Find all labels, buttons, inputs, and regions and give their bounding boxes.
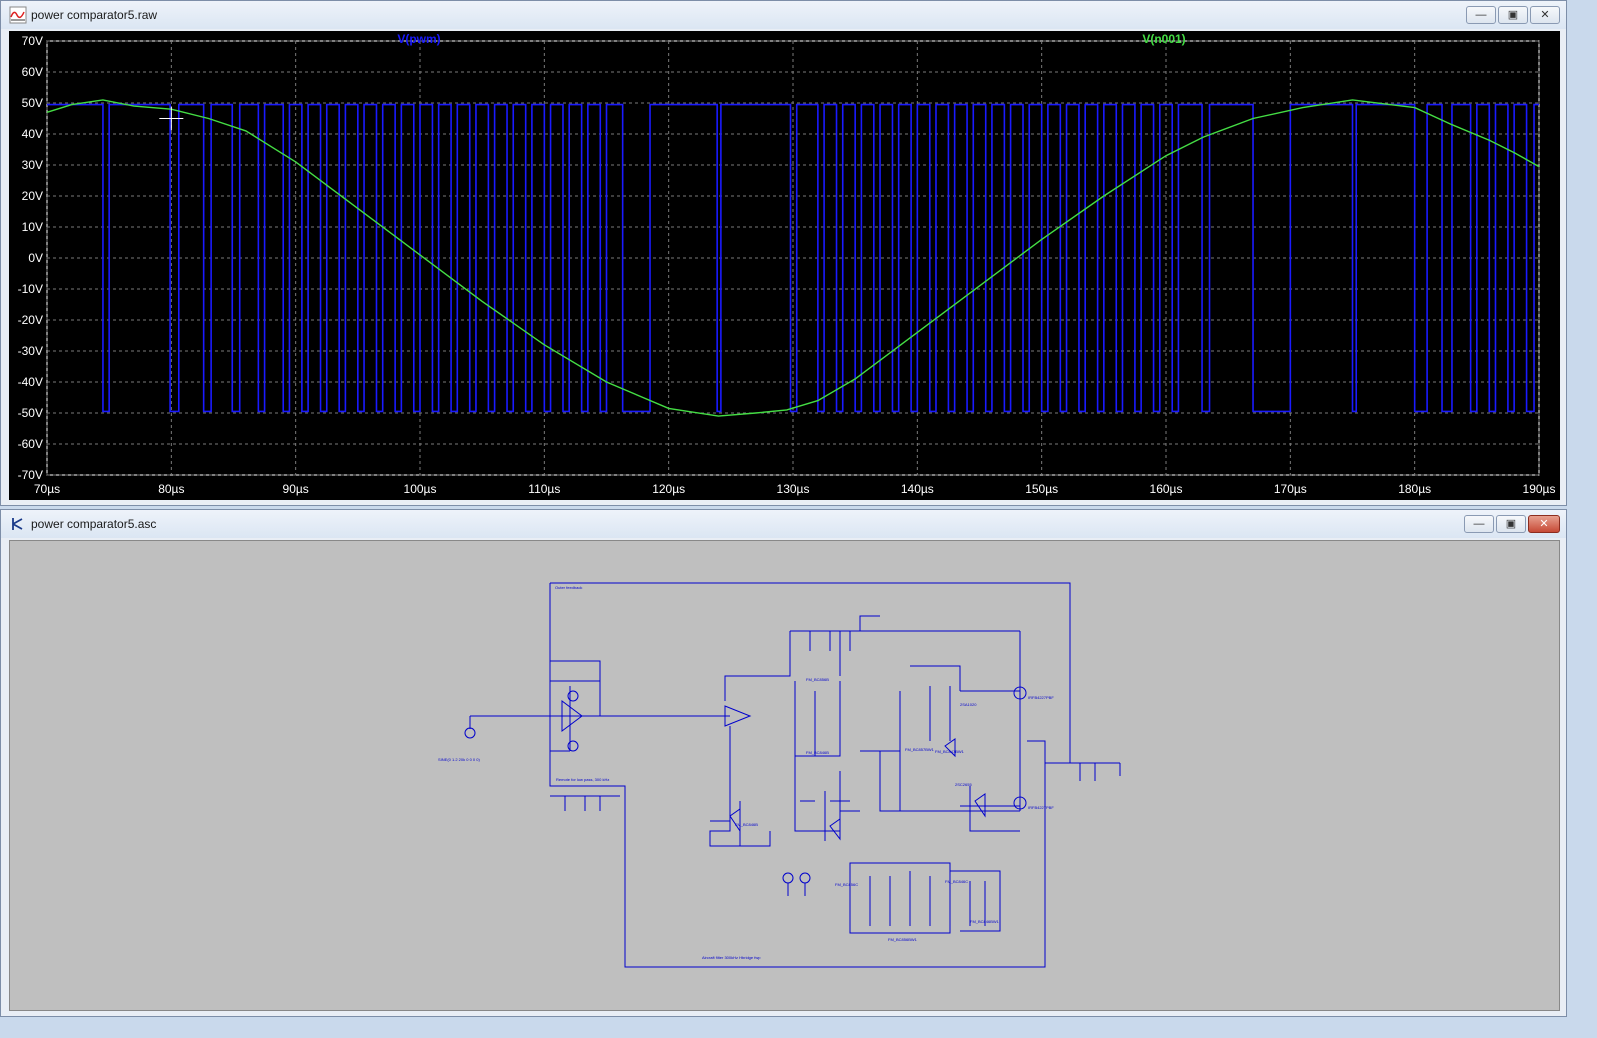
waveform-plot[interactable]: 70V 60V 50V 40V 30V 20V 10V 0V -10V -20V -30V -40V -…: [9, 31, 1560, 500]
label-qdiff: FM_BC846B: [806, 750, 829, 755]
x-tick-label: 100µs: [404, 482, 437, 496]
y-tick-label: -50V: [18, 406, 43, 420]
legend-vpwm: V(pwm): [397, 32, 440, 46]
schematic-window-title: power comparator5.asc: [31, 517, 157, 531]
x-tick-label: 90µs: [283, 482, 309, 496]
maximize-button[interactable]: ▣: [1498, 6, 1528, 24]
x-tick-label: 110µs: [528, 482, 560, 496]
schematic-titlebar[interactable]: power comparator5.asc — ▣ ✕: [1, 510, 1566, 538]
label-qbottom4: FM_BC846BW1: [970, 919, 1000, 924]
y-tick-label: 30V: [22, 158, 43, 172]
legend-vn001: V(n001): [1142, 32, 1185, 46]
waveform-window[interactable]: power comparator5.raw — ▣ ✕ 70V 60V 50V 40V…: [0, 0, 1567, 506]
schematic-labels: Outer feedback SINE(0 1.2 20k 0 0 0 0) R…: [438, 585, 1054, 960]
label-qdrv2: 2SC2655: [955, 782, 972, 787]
y-tick-label: 50V: [22, 96, 43, 110]
y-tick-label: -20V: [18, 313, 43, 327]
label-qpair: FM_BC856B: [806, 677, 829, 682]
label-remote: Remote for low pass, 300 kHz: [556, 777, 609, 782]
label-qdrv1: 2SA1020: [960, 702, 977, 707]
minimize-button[interactable]: —: [1464, 515, 1494, 533]
x-tick-label: 130µs: [777, 482, 810, 496]
x-tick-label: 80µs: [158, 482, 184, 496]
y-tick-label: 40V: [22, 127, 43, 141]
y-tick-label: -60V: [18, 437, 43, 451]
label-mosfet-lo: IRFB4227PBF: [1028, 805, 1054, 810]
schematic-drawing[interactable]: Outer feedback SINE(0 1.2 20k 0 0 0 0) R…: [10, 541, 1559, 1010]
schematic-canvas[interactable]: Outer feedback SINE(0 1.2 20k 0 0 0 0) R…: [9, 540, 1560, 1011]
waveform-titlebar[interactable]: power comparator5.raw — ▣ ✕: [1, 1, 1566, 29]
label-source: SINE(0 1.2 20k 0 0 0 0): [438, 757, 480, 762]
label-qbottom2: FM_BC846C: [945, 879, 968, 884]
y-tick-label: 10V: [22, 220, 43, 234]
series-vn001-line: [46, 99, 1540, 417]
label-qsmall2: FM_BC847BW1: [935, 749, 965, 754]
y-tick-label: 0V: [28, 251, 43, 265]
x-tick-label: 170µs: [1274, 482, 1307, 496]
x-tick-label: 140µs: [901, 482, 934, 496]
waveform-window-title: power comparator5.raw: [31, 8, 158, 22]
y-tick-label: 20V: [22, 189, 43, 203]
label-qvas: FM_BC846B: [735, 822, 758, 827]
x-tick-label: 150µs: [1025, 482, 1058, 496]
label-qsmall1: FM_BC857BW1: [905, 747, 935, 752]
maximize-button[interactable]: ▣: [1496, 515, 1526, 533]
label-qbottom1: FM_BC856C: [835, 882, 858, 887]
x-tick-label: 180µs: [1398, 482, 1431, 496]
y-tick-label: -30V: [18, 344, 43, 358]
label-mosfet-hi: IRFB4227PBF: [1028, 695, 1054, 700]
y-tick-label: 70V: [22, 34, 43, 48]
y-tick-label: 60V: [22, 65, 43, 79]
x-tick-label: 70µs: [34, 482, 60, 496]
schematic-icon: [12, 518, 23, 530]
x-tick-label: 120µs: [652, 482, 685, 496]
close-button[interactable]: ✕: [1528, 515, 1560, 533]
close-button[interactable]: ✕: [1530, 6, 1560, 24]
y-tick-label: -10V: [18, 282, 43, 296]
x-tick-label: 160µs: [1150, 482, 1183, 496]
label-bottom-note: Aircraft filter 300kHz Hbridge fwp: [702, 955, 761, 960]
waveform-icon: [9, 6, 27, 24]
waveform-plot-area[interactable]: 70V 60V 50V 40V 30V 20V 10V 0V -10V -20V -30V -40V -…: [9, 31, 1560, 500]
minimize-button[interactable]: —: [1466, 6, 1496, 24]
y-tick-label: -40V: [18, 375, 43, 389]
series-vpwm-line: [47, 103, 1539, 413]
label-outer-feedback: Outer feedback: [555, 585, 582, 590]
x-tick-label: 190µs: [1523, 482, 1556, 496]
y-tick-label: -70V: [18, 468, 43, 482]
schematic-window[interactable]: power comparator5.asc — ▣ ✕: [0, 509, 1567, 1017]
label-qbottom3: FM_BC856BW1: [888, 937, 918, 942]
schematic-wires: [464, 582, 1121, 968]
